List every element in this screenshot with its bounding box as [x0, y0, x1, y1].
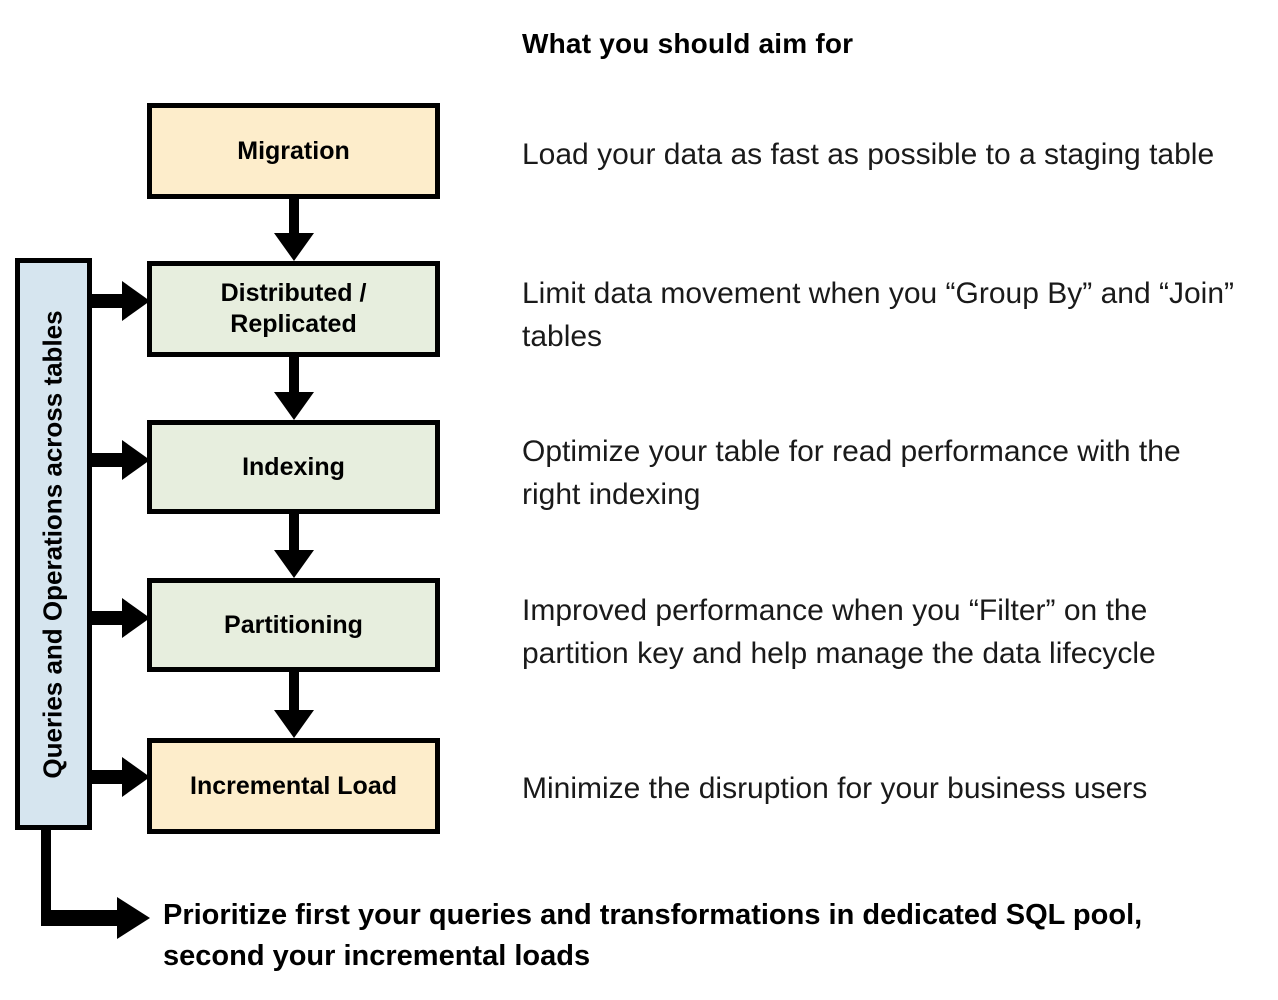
description-indexing: Optimize your table for read performance… — [522, 435, 1181, 511]
flow-box-distributed-replicated-label: Distributed / Replicated — [215, 278, 373, 340]
flow-box-incremental-load[interactable]: Incremental Load — [147, 738, 440, 834]
flow-box-incremental-load-label: Incremental Load — [190, 771, 397, 800]
description-partitioning: Improved performance when you “Filter” o… — [522, 594, 1156, 670]
flow-box-partitioning-label: Partitioning — [224, 610, 363, 639]
side-bar-label: Queries and Operations across tables — [38, 309, 68, 779]
down-arrow-migration-to-distributed — [274, 196, 314, 261]
side-arrow-to-distributed — [88, 281, 150, 321]
description-migration: Load your data as fast as possible to a … — [522, 138, 1215, 171]
flow-box-label-line-1: Distributed / — [220, 279, 367, 307]
down-arrow-partitioning-to-incremental-load — [274, 669, 314, 738]
side-arrow-to-incremental-load — [88, 757, 150, 797]
page-title: What you should aim for — [522, 28, 854, 59]
flow-box-label-line-2: Replicated — [230, 310, 357, 338]
side-bar-queries-and-operations: Queries and Operations across tables — [15, 258, 92, 830]
down-arrow-distributed-to-indexing — [274, 354, 314, 420]
description-incremental-load: Minimize the disruption for your busines… — [522, 772, 1148, 805]
down-arrow-indexing-to-partitioning — [274, 511, 314, 578]
flow-box-migration-label: Migration — [237, 136, 350, 165]
flow-box-distributed-replicated[interactable]: Distributed / Replicated — [147, 261, 440, 357]
description-distributed-replicated: Limit data movement when you “Group By” … — [522, 277, 1234, 353]
side-bar-arrows — [88, 281, 150, 797]
side-arrow-to-indexing — [88, 440, 150, 480]
conclusion-text: Prioritize first your queries and transf… — [163, 899, 1143, 972]
flow-box-partitioning[interactable]: Partitioning — [147, 578, 440, 672]
flow-box-migration[interactable]: Migration — [147, 103, 440, 199]
flow-box-indexing[interactable]: Indexing — [147, 420, 440, 514]
side-arrow-to-partitioning — [88, 598, 150, 638]
elbow-arrow-to-conclusion — [41, 828, 150, 939]
flow-box-indexing-label: Indexing — [242, 452, 345, 481]
